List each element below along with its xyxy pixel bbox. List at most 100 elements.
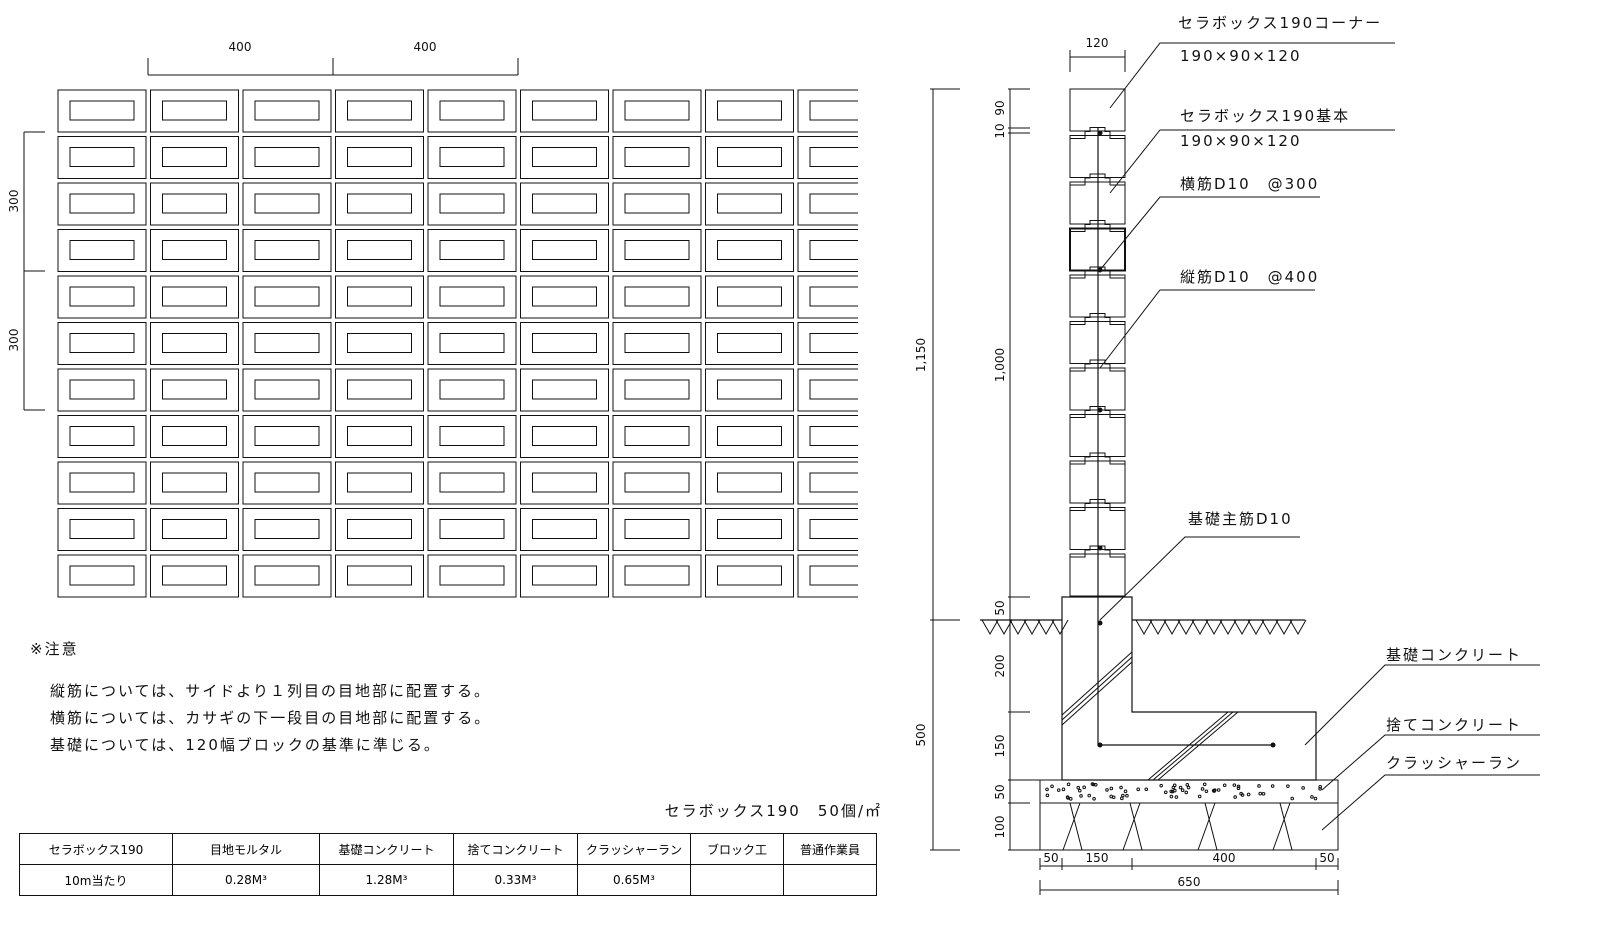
cera-block — [57, 322, 147, 365]
cera-block — [705, 461, 794, 505]
block-hollow — [809, 472, 858, 493]
dim-200: 200 — [993, 655, 1007, 678]
label-foundation-concrete: 基礎コンクリート — [1386, 646, 1522, 664]
gravel-dot — [1050, 784, 1054, 789]
gravel-dot — [1087, 793, 1092, 798]
cera-block — [797, 89, 858, 133]
dim-left-b: 300 — [7, 329, 21, 352]
block-hollow — [532, 519, 597, 539]
cera-block — [150, 322, 239, 365]
note-line: 基礎については、120幅ブロックの基準に準じる。 — [50, 736, 441, 754]
quantity-table: セラボックス190 目地モルタル 基礎コンクリート 捨てコンクリート クラッシャ… — [19, 833, 877, 896]
cera-block — [242, 415, 332, 458]
block-hollow — [69, 147, 135, 167]
block-outline — [150, 136, 239, 179]
cera-block — [150, 136, 239, 179]
block-outline — [242, 415, 332, 458]
cera-block — [612, 89, 702, 133]
block-hollow — [624, 240, 690, 260]
dim-100: 100 — [993, 816, 1007, 839]
block-outline — [520, 136, 609, 179]
label-foundation-bar: 基礎主筋D10 — [1188, 510, 1293, 528]
block-hollow — [254, 426, 320, 446]
cera-block — [797, 182, 858, 226]
block-hollow — [69, 193, 135, 214]
cera-block — [520, 229, 609, 272]
cera-block — [335, 461, 424, 505]
cera-block — [242, 508, 332, 551]
gravel-dot — [1120, 796, 1124, 801]
gravel-dot — [1240, 793, 1245, 797]
hatch-mark — [1177, 619, 1195, 636]
cera-block — [150, 89, 239, 133]
block-hollow — [439, 426, 505, 446]
cera-block — [150, 554, 239, 598]
cera-block — [797, 275, 858, 319]
block-hollow — [532, 333, 597, 353]
leveling-concrete-dots — [1045, 782, 1323, 801]
block-outline — [335, 554, 424, 598]
block-hollow — [717, 379, 782, 400]
block-hollow — [532, 100, 597, 121]
gravel-dot — [1076, 785, 1081, 790]
block-hollow — [717, 333, 782, 353]
block-hollow — [439, 379, 505, 400]
cera-block — [242, 554, 332, 598]
block-hollow — [69, 379, 135, 400]
gravel-dot — [1173, 788, 1177, 793]
cera-block — [427, 182, 517, 226]
block-outline — [57, 415, 147, 458]
cera-block — [797, 368, 858, 412]
cera-block — [612, 508, 702, 551]
block-hollow — [254, 240, 320, 260]
gravel-dot — [1172, 783, 1177, 788]
block-outline — [427, 368, 517, 412]
cera-block — [335, 182, 424, 226]
table-cell: 0.65M³ — [577, 864, 691, 896]
block-hollow — [439, 193, 505, 214]
block-outline — [335, 508, 424, 551]
block-outline — [335, 368, 424, 412]
cera-block — [57, 182, 147, 226]
cera-block — [797, 136, 858, 179]
cera-block — [705, 136, 794, 179]
block-hollow — [624, 333, 690, 353]
dim-b50b: 50 — [1319, 851, 1334, 865]
crusher-run-hatch — [1062, 802, 1293, 851]
block-outline — [705, 322, 794, 365]
block-outline — [57, 322, 147, 365]
cera-block — [797, 415, 858, 458]
block-hollow — [162, 472, 227, 493]
cera-block — [57, 368, 147, 412]
block-outline — [520, 554, 609, 598]
block-outline — [57, 275, 147, 319]
block-outline — [520, 229, 609, 272]
hatch-mark — [1163, 619, 1181, 636]
cera-block — [57, 415, 147, 458]
table-header-row: セラボックス190 目地モルタル 基礎コンクリート 捨てコンクリート クラッシャ… — [19, 833, 877, 865]
cera-block — [150, 461, 239, 505]
block-hollow — [347, 240, 412, 260]
table-header: 普通作業員 — [783, 833, 877, 865]
table-cell: 0.28M³ — [172, 864, 320, 896]
dim-b150: 150 — [1086, 851, 1109, 865]
block-hollow — [347, 100, 412, 121]
gravel-dot — [1257, 784, 1261, 788]
cera-block — [150, 182, 239, 226]
cera-block — [335, 89, 424, 133]
gravel-dot — [1144, 787, 1149, 792]
gravel-dot — [1222, 783, 1227, 788]
cera-block — [57, 89, 147, 133]
block-outline — [335, 322, 424, 365]
cera-block — [242, 461, 332, 505]
gravel-dot — [1180, 788, 1185, 793]
hatch-mark — [1009, 619, 1027, 636]
cera-block — [612, 229, 702, 272]
cera-block — [797, 508, 858, 551]
block-hollow — [532, 193, 597, 214]
cera-block — [705, 508, 794, 551]
gravel-dot — [1068, 797, 1073, 801]
dim-b650: 650 — [1178, 875, 1201, 889]
gravel-dot — [1109, 794, 1113, 799]
cera-block — [797, 461, 858, 505]
